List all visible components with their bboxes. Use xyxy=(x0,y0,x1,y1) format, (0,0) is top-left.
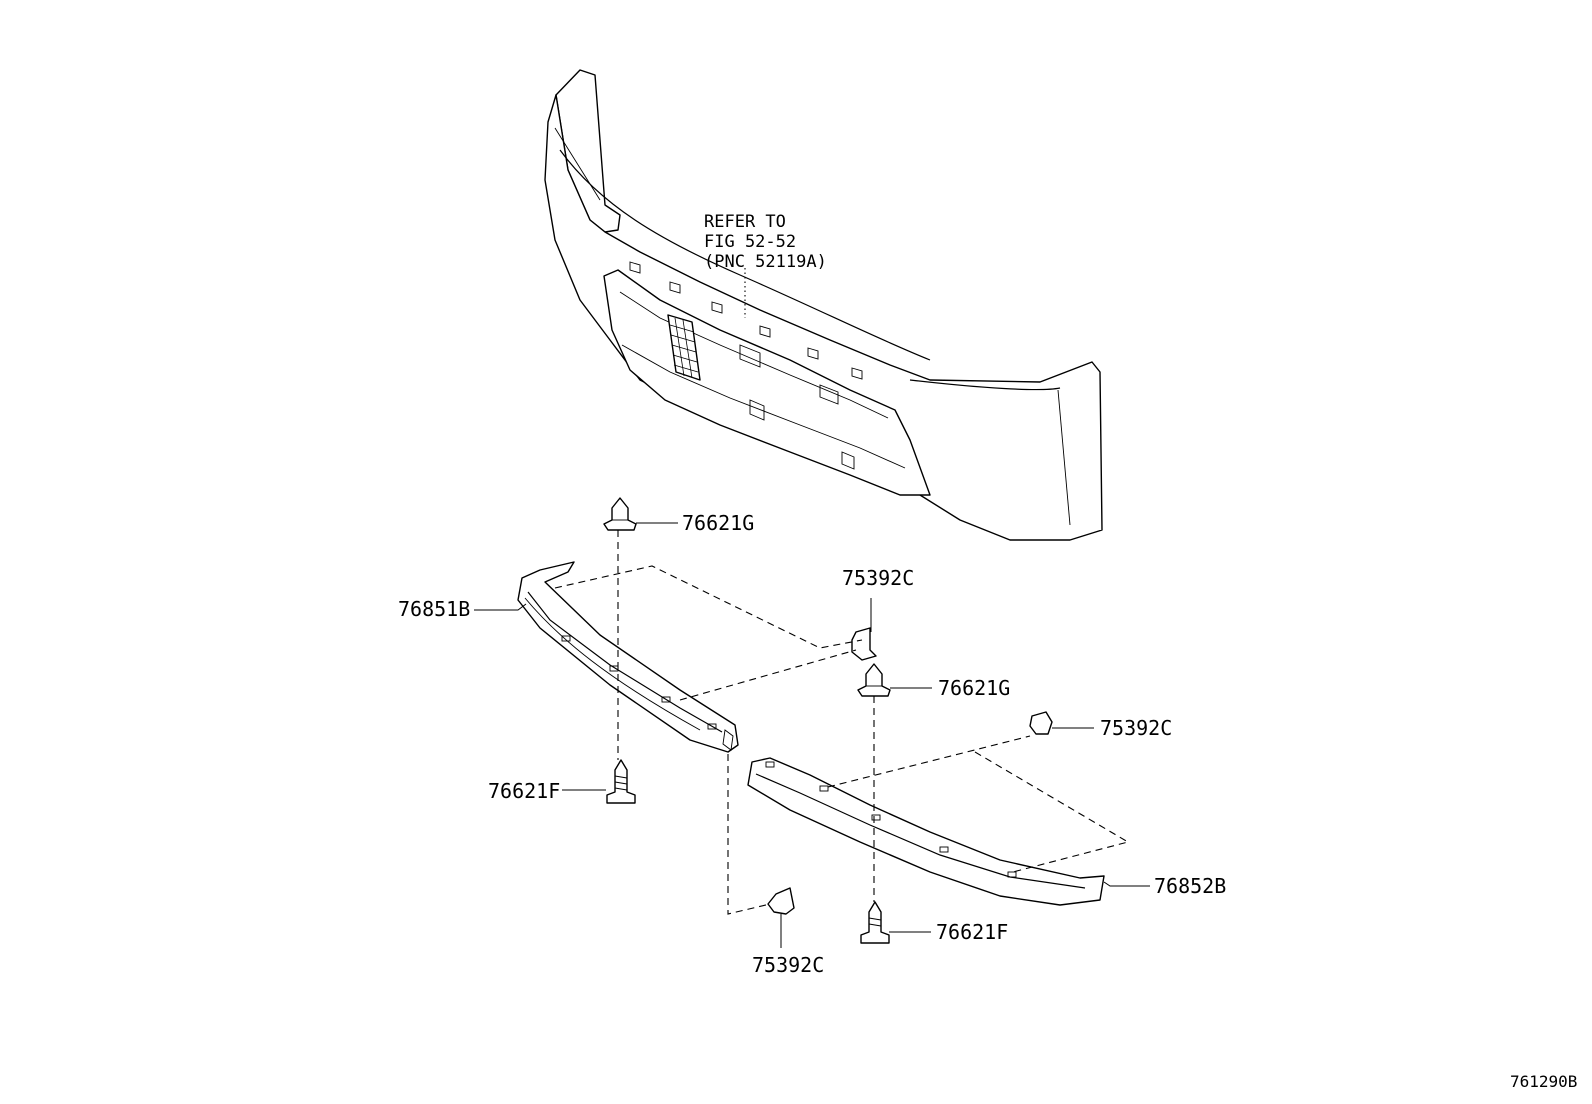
retainer-75392c-top xyxy=(851,627,877,661)
callout-bolt-left: 76621F xyxy=(488,779,561,803)
bolt-76621f-right xyxy=(860,901,890,944)
left-spoiler xyxy=(517,561,739,753)
installation-dashed-lines xyxy=(554,530,1130,915)
callout-bolt-right: 76621F xyxy=(936,920,1009,944)
push-clip-76621g-left xyxy=(603,497,637,531)
reference-note-line-3: (PNC 52119A) xyxy=(704,252,827,272)
figure-id: 761290B xyxy=(1510,1072,1578,1091)
callout-clip-upper-left: 76621G xyxy=(682,511,755,535)
callout-spoiler-right: 76852B xyxy=(1154,874,1227,898)
front-bumper-cover xyxy=(544,69,1103,541)
callout-retainer-right: 75392C xyxy=(1100,716,1173,740)
push-clip-76621g-right xyxy=(857,663,891,697)
reference-note-line-1: REFER TO xyxy=(704,212,786,232)
retainer-75392c-bottom xyxy=(767,887,795,915)
reference-note-line-2: FIG 52-52 xyxy=(704,232,797,252)
callout-leaders xyxy=(474,522,1150,948)
callout-retainer-bottom: 75392C xyxy=(752,953,825,977)
bolt-76621f-left xyxy=(606,759,636,804)
callout-spoiler-left: 76851B xyxy=(398,597,471,621)
right-spoiler xyxy=(747,757,1105,906)
retainer-75392c-right xyxy=(1029,711,1053,735)
callout-retainer-top: 75392C xyxy=(842,566,915,590)
callout-clip-upper-right: 76621G xyxy=(938,676,1011,700)
